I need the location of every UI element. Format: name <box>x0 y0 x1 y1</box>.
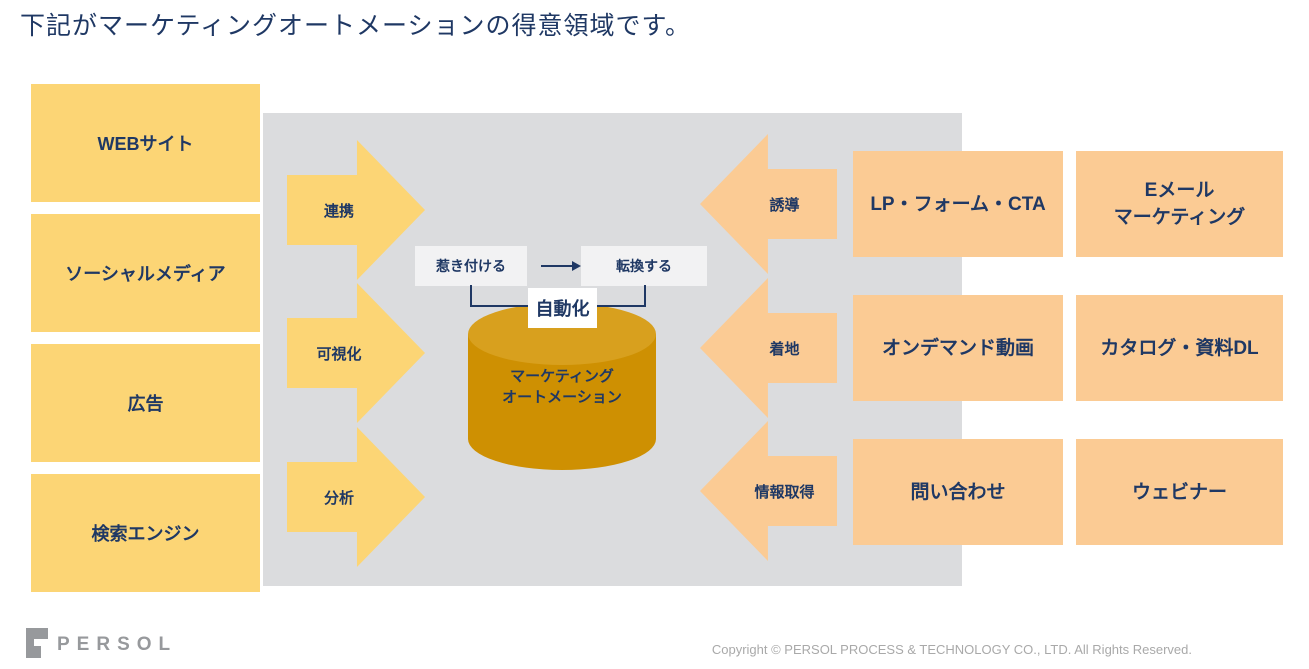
marketing-automation-cylinder <box>468 303 656 470</box>
cylinder-label: マーケティング オートメーション <box>468 366 656 408</box>
attract-to-convert-arrow-icon <box>541 261 581 271</box>
output-box-lp-form-cta: LP・フォーム・CTA <box>853 151 1063 257</box>
cylinder-label-line2: オートメーション <box>502 389 622 406</box>
process-step-attract: 惹き付ける <box>415 246 527 286</box>
persol-logo-icon <box>26 628 48 658</box>
persol-logo-text: PERSOL <box>57 634 178 655</box>
output-box-inquiry: 問い合わせ <box>853 439 1063 545</box>
page-title: 下記がマーケティングオートメーションの得意領域です。 <box>20 12 692 40</box>
copyright-text: Copyright © PERSOL PROCESS & TECHNOLOGY … <box>711 642 1192 657</box>
cylinder-label-line1: マーケティング <box>510 368 614 385</box>
source-box-ads: 広告 <box>31 344 260 462</box>
automation-label-box: 自動化 <box>528 288 597 328</box>
source-box-search-engine: 検索エンジン <box>31 474 260 592</box>
output-box-ondemand-video: オンデマンド動画 <box>853 295 1063 401</box>
source-box-website: WEBサイト <box>31 84 260 202</box>
output-box-webinar: ウェビナー <box>1076 439 1283 545</box>
process-step-convert: 転換する <box>581 246 707 286</box>
output-box-catalog-dl: カタログ・資料DL <box>1076 295 1283 401</box>
output-box-email-marketing: Eメール マーケティング <box>1076 151 1283 257</box>
source-box-social-media: ソーシャルメディア <box>31 214 260 332</box>
